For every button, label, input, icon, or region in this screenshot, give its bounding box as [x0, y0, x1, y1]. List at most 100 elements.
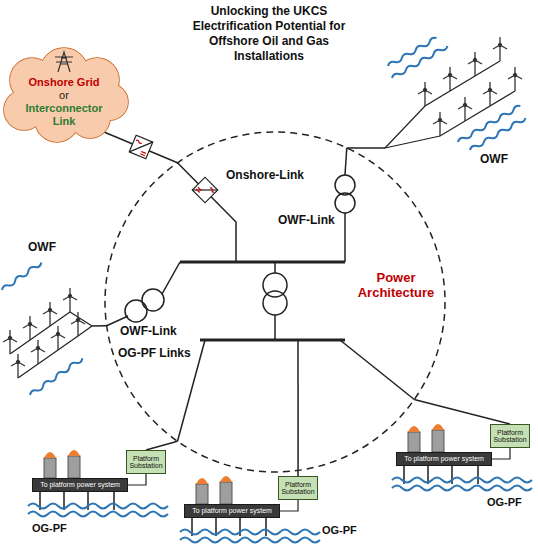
oil-gas-platform: OG-PFPlatform SubstationTo platform powe… [180, 476, 320, 546]
busbar [200, 339, 345, 342]
power-architecture-circle: Power Architecture [105, 132, 445, 472]
link-label: OG-PF Links [118, 346, 191, 360]
converter-symbol [196, 187, 201, 192]
internal-wiring [107, 148, 415, 471]
transformer-symbol [335, 175, 355, 213]
transformer-symbol [263, 273, 287, 297]
onshore-cloud: Onshore GridorInterconnector Link [2, 50, 126, 134]
internal-wiring [274, 262, 276, 273]
wind-farm-drawing [469, 116, 526, 151]
wind-farm-drawing [433, 112, 447, 136]
wind-farm-drawing [468, 52, 482, 76]
converter-symbol [192, 177, 217, 202]
wind-farm: OWF [0, 240, 92, 380]
converter-symbol [129, 135, 153, 159]
wind-farm-drawing [31, 340, 45, 364]
node-label: OWF [28, 240, 56, 254]
node-label: OG-PF [322, 524, 357, 537]
converter-symbol [129, 135, 153, 159]
platform-deck-text: To platform power system [38, 481, 122, 488]
power-link [92, 325, 107, 327]
wind-farm-drawing [385, 61, 515, 148]
wind-farm-drawing [51, 326, 65, 350]
wind-farm-drawing [1, 261, 92, 397]
busbar [180, 261, 345, 264]
power-architecture-boundary [105, 132, 445, 472]
wind-farm-drawing [418, 82, 432, 106]
converter-symbol [136, 140, 142, 144]
platform-substation: Platform Substation [126, 450, 166, 474]
wind-farm-drawing [385, 36, 526, 151]
wind-farm-drawing [443, 67, 457, 91]
link-label: Onshore-Link [226, 168, 304, 182]
node-label: Interconnector Link [20, 102, 108, 128]
wind-farm-drawing [10, 312, 92, 378]
internal-wiring [162, 262, 180, 294]
node-label: OG-PF [487, 496, 522, 509]
internal-wiring [344, 213, 346, 262]
wind-farm-drawing [43, 302, 57, 326]
transformer-symbol [335, 175, 355, 195]
link-label: OWF-Link [278, 213, 335, 227]
oil-gas-platform: OG-PFPlatform SubstationTo platform powe… [28, 450, 168, 520]
wind-farm-drawing [71, 312, 85, 336]
power-link [414, 400, 510, 424]
wind-farm-drawing [483, 82, 497, 106]
internal-wiring [274, 315, 276, 340]
converter-symbol [192, 177, 217, 202]
wind-farm-drawing [18, 326, 92, 378]
node-label: Power Architecture [352, 270, 440, 301]
wind-farm-drawing [458, 97, 472, 121]
internal-wiring [345, 148, 347, 175]
platform-substation: Platform Substation [490, 424, 530, 448]
platform-deck-text: To platform power system [190, 507, 274, 514]
transformer-symbol [263, 291, 287, 315]
converter-symbol [129, 135, 153, 159]
transformer-symbol [263, 273, 287, 315]
platform-substation: Platform Substation [278, 476, 318, 500]
oil-gas-platform: OG-PFPlatform SubstationTo platform powe… [392, 424, 532, 494]
platform-deck: To platform power system [396, 452, 492, 466]
transformer-symbol [335, 193, 355, 213]
power-link [347, 147, 385, 149]
transformer-symbol [125, 289, 164, 322]
link-label: OWF-Link [120, 324, 177, 338]
wind-farm-drawing [11, 354, 25, 378]
node-label: OWF [480, 152, 508, 166]
wind-farm-drawing [493, 37, 507, 61]
platform-drawing [28, 450, 168, 517]
onshore-cloud-shape [4, 48, 128, 142]
wind-farm-drawing [29, 357, 84, 397]
node-label: or [14, 89, 114, 102]
platform-drawing [392, 424, 532, 491]
onshore-cloud-shape [4, 48, 128, 142]
transformer-symbol [125, 300, 147, 322]
internal-wiring [297, 340, 299, 470]
platform-substation-text: Platform Substation [491, 429, 529, 444]
power-link [146, 441, 177, 450]
wind-farm-drawing [10, 312, 92, 354]
converter-symbol [209, 187, 215, 193]
wind-farm-drawing [387, 36, 526, 151]
wind-farm-drawing [3, 330, 17, 354]
platform-deck: To platform power system [184, 504, 280, 518]
power-link [104, 132, 177, 163]
wind-farm-drawing [385, 91, 515, 148]
pylon-icon [55, 52, 73, 72]
platform-drawing [180, 476, 320, 543]
internal-wiring [340, 340, 414, 400]
wind-farm-drawing [1, 261, 84, 397]
wind-farm-drawing [387, 36, 437, 67]
onshore-cloud-shape [4, 48, 128, 142]
platform-substation-text: Platform Substation [279, 481, 317, 496]
wind-farm-drawing [508, 67, 522, 91]
platform-deck-text: To platform power system [402, 455, 486, 462]
converter-symbol [192, 177, 217, 202]
wind-farm-drawing [1, 261, 43, 292]
transformer-symbol [142, 289, 164, 311]
node-label: OG-PF [32, 522, 67, 535]
node-label: Onshore Grid [14, 76, 114, 89]
wind-farm-drawing [63, 288, 77, 312]
